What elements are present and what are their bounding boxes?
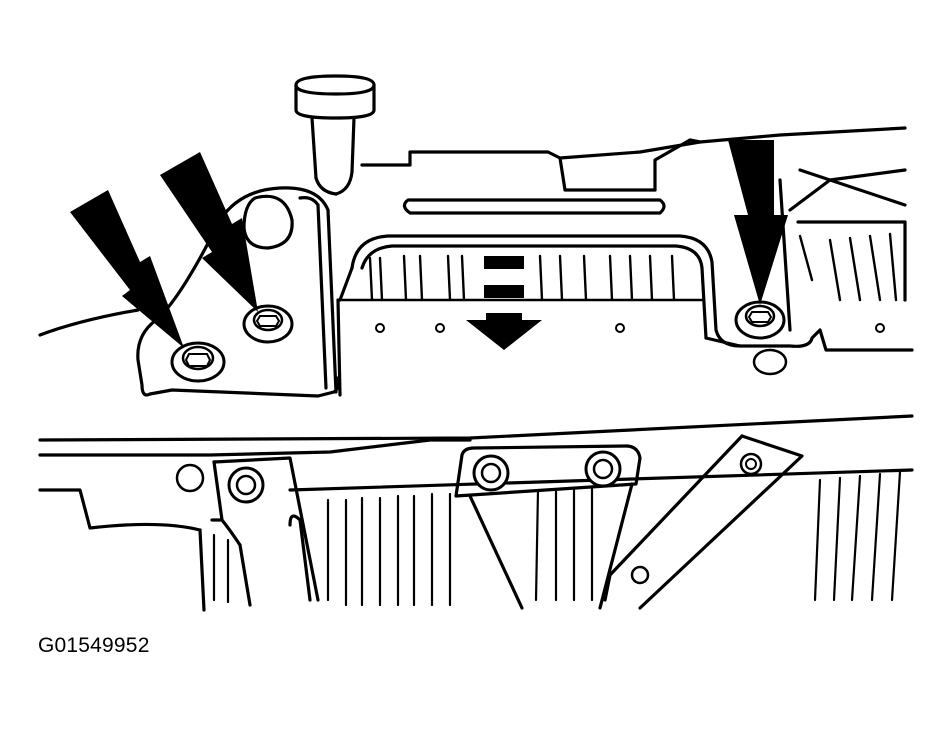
callout-arrow-left-icon bbox=[70, 190, 184, 348]
bolt-lower-right bbox=[739, 452, 763, 476]
callout-arrow-middle-icon bbox=[160, 152, 258, 312]
bolt-left-upper bbox=[242, 304, 294, 344]
callout-arrows bbox=[70, 140, 788, 348]
bolt-lower-left bbox=[227, 466, 265, 504]
lower-center-bracket bbox=[454, 444, 642, 610]
upper-support-bracket bbox=[38, 126, 914, 398]
bolts bbox=[170, 300, 786, 504]
bolt-right bbox=[734, 300, 786, 340]
figure-id-label: G01549952 bbox=[38, 634, 150, 657]
vertical-post bbox=[294, 74, 376, 196]
bolt-lower-center-left bbox=[472, 454, 510, 492]
lower-cross-member bbox=[38, 414, 914, 612]
channel-ribs bbox=[338, 232, 898, 302]
lower-hatching bbox=[212, 470, 902, 607]
lower-right-strap bbox=[603, 434, 804, 610]
callout-arrow-right-icon bbox=[728, 140, 788, 305]
dashed-down-arrow-icon bbox=[466, 256, 542, 350]
bolt-lower-center-right bbox=[584, 450, 622, 488]
bolt-left-lower bbox=[170, 341, 226, 383]
lower-left-bracket bbox=[210, 456, 320, 607]
